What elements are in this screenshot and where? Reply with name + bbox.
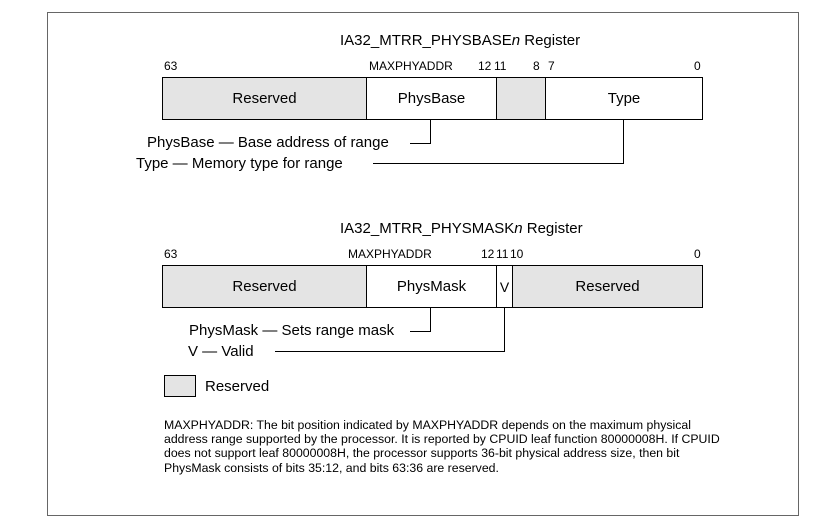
physbase-register-title: IA32_MTRR_PHYSBASEn Register (340, 33, 580, 48)
physbase-reserved-small-field (496, 77, 546, 120)
physmask-description: PhysMask — Sets range mask (189, 322, 395, 339)
physbase-leader-vertical (430, 120, 431, 144)
legend-reserved-label: Reserved (205, 378, 270, 395)
legend-reserved-swatch (164, 375, 196, 397)
physbase-physbase-field (366, 77, 497, 120)
physmask-bit-10: 10 (510, 247, 524, 261)
valid-description: V — Valid (188, 343, 254, 360)
physmask-leader-horizontal (410, 331, 431, 332)
physbase-title-main: IA32_MTRR_PHYSBASE (340, 32, 512, 49)
physbase-leader-horizontal (410, 143, 431, 144)
physbase-physbase-label: PhysBase (397, 90, 466, 107)
physmask-bit-0: 0 (694, 247, 701, 261)
physmask-valid-label: V (499, 278, 510, 295)
type-leader-vertical (623, 120, 624, 164)
physbase-description: PhysBase — Base address of range (147, 134, 389, 151)
physmask-title-n: n (514, 220, 523, 237)
physmask-bit-12: 12 (481, 247, 495, 261)
physmask-reserved-left-field (162, 265, 367, 308)
physbase-reserved-field (162, 77, 367, 120)
physbase-bit-0: 0 (694, 59, 701, 73)
physmask-physmask-field (366, 265, 497, 308)
physbase-title-rest: Register (520, 32, 581, 49)
physmask-reserved-right-label: Reserved (575, 278, 640, 295)
valid-leader-vertical (504, 308, 505, 352)
physbase-title-n: n (511, 32, 521, 49)
maxphyaddr-note: MAXPHYADDR: The bit position indicated b… (164, 418, 720, 475)
type-description: Type — Memory type for range (136, 155, 343, 172)
physbase-bit-8: 8 (533, 59, 540, 73)
physbase-reserved-label: Reserved (232, 90, 297, 107)
physmask-reserved-left-label: Reserved (232, 278, 297, 295)
physmask-bit-maxphyaddr: MAXPHYADDR (348, 247, 432, 261)
physbase-bit-12: 12 (478, 59, 492, 73)
physmask-title-main: IA32_MTRR_PHYSMASK (340, 220, 515, 237)
physbase-type-label: Type (607, 90, 641, 107)
diagram-frame (47, 12, 799, 516)
physbase-type-field (545, 77, 703, 120)
valid-leader-horizontal (275, 351, 505, 352)
physmask-reserved-right-field (512, 265, 703, 308)
type-leader-horizontal (373, 163, 624, 164)
physmask-register-title: IA32_MTRR_PHYSMASKn Register (340, 221, 583, 236)
physbase-bit-maxphyaddr: MAXPHYADDR (369, 59, 453, 73)
physbase-bit-63: 63 (164, 59, 178, 73)
physbase-bit-11: 11 (494, 59, 507, 73)
physmask-bit-63: 63 (164, 247, 178, 261)
physbase-bit-7: 7 (548, 59, 555, 73)
physmask-title-rest: Register (522, 220, 583, 237)
physmask-physmask-label: PhysMask (396, 278, 467, 295)
physmask-bit-11: 11 (496, 247, 509, 261)
physmask-leader-vertical (430, 308, 431, 332)
